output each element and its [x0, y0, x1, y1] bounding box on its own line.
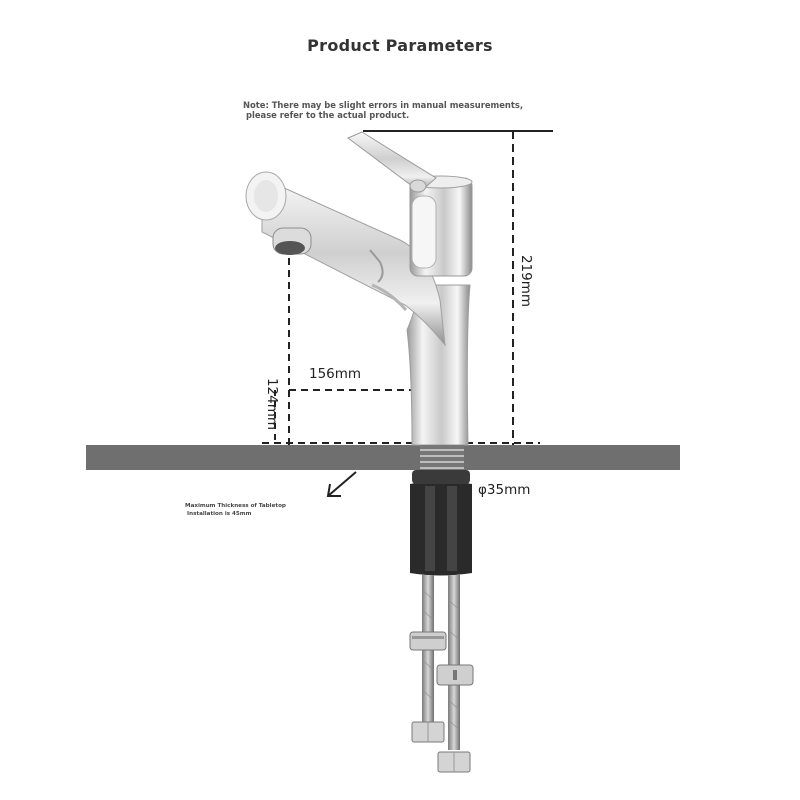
countertop	[86, 445, 680, 470]
height-label: 219mm	[518, 254, 535, 308]
aerator-outlet	[275, 241, 305, 255]
tabletop-thickness-note: Maximum Thickness of Tabletop Installati…	[185, 502, 286, 518]
hose-fitting-left	[409, 631, 447, 651]
measurement-note: Note: There may be slight errors in manu…	[243, 100, 523, 120]
supply-hose-right	[448, 575, 460, 750]
tabletop-note-line-1: Maximum Thickness of Tabletop	[185, 503, 286, 509]
spout-reach-label: 156mm	[309, 366, 362, 382]
note-line-2: please refer to the actual product.	[246, 110, 410, 120]
spout-height-label: 124mm	[264, 377, 281, 431]
lever-handle	[347, 131, 437, 193]
note-line-1: Note: There may be slight errors in manu…	[243, 100, 524, 110]
mounting-nut	[410, 481, 472, 576]
page-title: Product Parameters	[307, 36, 493, 55]
tabletop-note-line-2: Installation is 45mm	[187, 511, 252, 517]
spout-face	[254, 180, 278, 212]
hole-diameter-label: φ35mm	[478, 482, 531, 498]
tabletop-arrow	[326, 471, 357, 497]
